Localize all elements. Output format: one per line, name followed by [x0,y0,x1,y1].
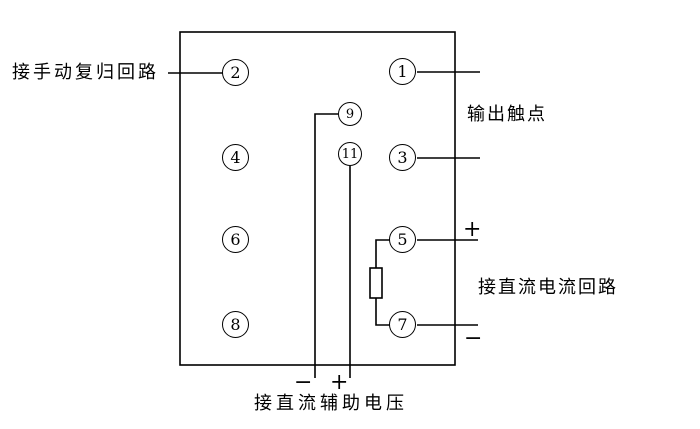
terminal-4-number: 4 [230,147,241,167]
dc-aux-voltage-label: 接直流辅助电压 [254,393,408,414]
plus-sign-terminal-5: + [463,217,482,242]
minus-sign-terminal-7: − [464,326,483,351]
terminal-5: 5 [389,226,416,253]
plus-sign-aux-voltage: + [330,370,349,395]
resistor-upper-lead [375,239,390,268]
terminal-11-number: 11 [341,146,359,162]
terminal-6-number: 6 [230,229,241,249]
resistor [369,267,383,299]
dc-current-circuit-label: 接直流电流回路 [478,277,618,298]
terminal-1-number: 1 [397,61,408,81]
terminal-4: 4 [222,144,249,171]
terminal-7-number: 7 [397,314,408,334]
terminal-11: 11 [338,142,362,166]
terminal-9-number: 9 [345,106,355,122]
terminal-5-number: 5 [397,229,408,249]
terminal-9: 9 [338,102,362,126]
relay-outline [179,31,456,366]
terminal-3: 3 [389,144,416,171]
terminal-8: 8 [222,311,249,338]
output-contact-label: 输出触点 [467,104,547,125]
terminal-1: 1 [389,58,416,85]
terminal-7: 7 [389,311,416,338]
terminal-2: 2 [222,59,249,86]
terminal-2-number: 2 [230,62,241,82]
resistor-lower-lead [375,298,390,326]
terminal-3-number: 3 [397,147,408,167]
terminal-9-lead [314,113,338,378]
terminal-6: 6 [222,226,249,253]
minus-sign-aux-voltage: − [294,370,313,395]
terminal-8-number: 8 [230,314,241,334]
manual-reset-circuit-label: 接手动复归回路 [12,62,159,83]
